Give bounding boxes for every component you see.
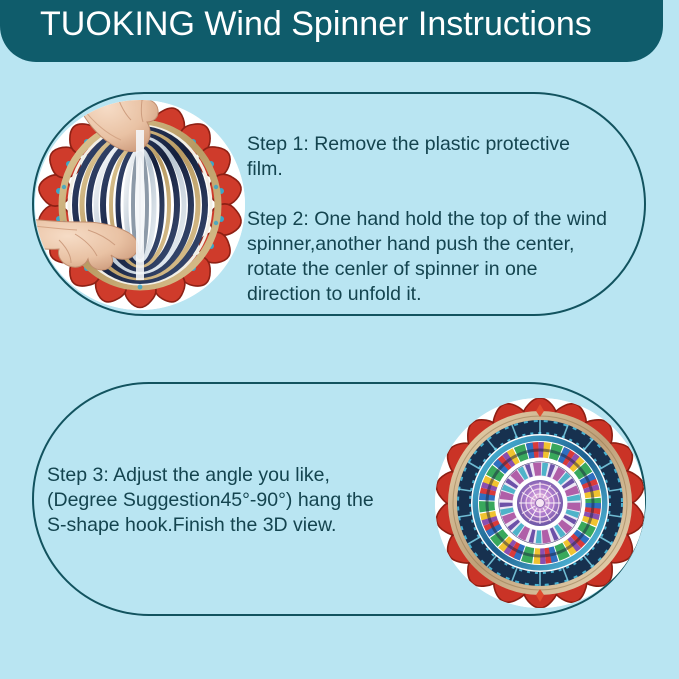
steps-text-panel-2: Step 3: Adjust the angle you like, (Degr… [47, 463, 447, 538]
panel-step-3 [32, 382, 646, 616]
lower-hand [35, 219, 139, 271]
hands-unfolding-wind-spinner-photo [35, 100, 245, 310]
panel-step-1-2 [32, 92, 646, 316]
paragraph-gap [247, 182, 647, 207]
step-2-text: Step 2: One hand hold the top of the win… [247, 208, 607, 305]
step-3-text: Step 3: Adjust the angle you like, (Degr… [47, 464, 374, 536]
step-1-text: Step 1: Remove the plastic protective fi… [247, 133, 570, 180]
steps-text-panel-1: Step 1: Remove the plastic protective fi… [247, 132, 647, 307]
page-title: TUOKING Wind Spinner Instructions [40, 5, 592, 43]
unfolded-3d-mandala-wind-spinner-photo [435, 398, 645, 608]
header-banner: TUOKING Wind Spinner Instructions [0, 0, 663, 62]
